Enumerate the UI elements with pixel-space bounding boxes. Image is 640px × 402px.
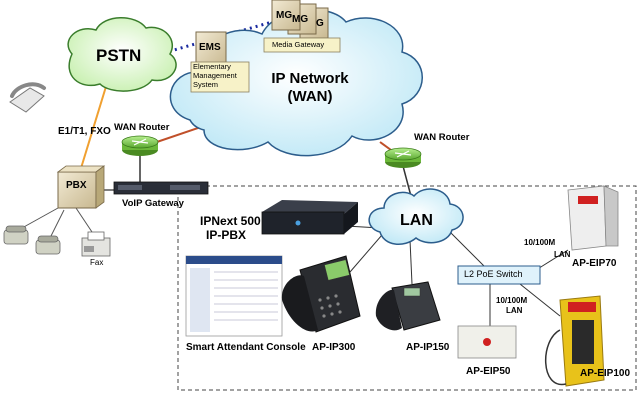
pbx-phone-link-1: [21, 207, 59, 229]
ip-network-label: IP Network (WAN): [271, 70, 349, 105]
ipnext-500-device: [261, 200, 358, 235]
ap-eip70-device: [567, 185, 619, 251]
link-side-speed-label: 10/100M: [496, 296, 528, 305]
analog-phone-2-icon: [35, 235, 61, 255]
wan-router-right-icon: [384, 147, 422, 168]
ap-ip300-label: AP-IP300: [312, 342, 356, 353]
voip-gateway-device: [113, 181, 209, 195]
ap-ip300-phone: [281, 255, 361, 333]
e1-link: [77, 79, 109, 179]
lan-switch-link: [445, 227, 489, 271]
link-top-lan-label: LAN: [554, 250, 571, 259]
pbx-fax-link: [75, 207, 93, 233]
ems-mg-dotted-link: [145, 20, 273, 60]
ip-pbx-label: IP-PBX: [206, 228, 247, 242]
mg-box-label-1: MG: [276, 10, 293, 21]
mg-box-label-3: G: [316, 18, 324, 29]
lan-cloud: [368, 188, 464, 245]
l2-poe-switch: [457, 265, 541, 285]
ap-eip70-label: AP-EIP70: [572, 258, 617, 269]
l2-poe-switch-label: L2 PoE Switch: [464, 269, 523, 279]
switch-eip70-link: [535, 249, 569, 271]
ems-box-label: EMS: [199, 42, 221, 53]
analog-phone-1-icon: [3, 225, 29, 245]
ems-description: Elementary Management System: [193, 62, 237, 89]
link-side-lan-label: LAN: [506, 306, 523, 315]
wan-router-left-label: WAN Router: [114, 122, 170, 133]
fax-label: Fax: [90, 258, 104, 267]
pbx-phone-link-2: [49, 209, 65, 239]
link-top-speed-label: 10/100M: [524, 238, 556, 247]
lan-label: LAN: [400, 212, 433, 229]
voip-gateway-label: VoIP Gateway: [122, 198, 184, 209]
pbx-cabinet: [56, 165, 106, 209]
wan-router-right-label: WAN Router: [414, 132, 470, 143]
ap-eip100-device: [545, 295, 605, 387]
ems-server: [190, 31, 250, 93]
lan-ip150-link: [409, 239, 413, 285]
fax-machine-icon: [81, 231, 111, 257]
ap-eip100-label: AP-EIP100: [580, 368, 631, 379]
console-screenshot: [185, 255, 283, 337]
media-gateway-stack: [263, 0, 341, 53]
ap-eip50-label: AP-EIP50: [466, 366, 511, 377]
lan-boundary: [177, 185, 637, 391]
pstn-telephone-icon: [9, 82, 46, 113]
ap-ip150-label: AP-IP150: [406, 342, 450, 353]
mg-box-label-2: MG: [292, 14, 309, 25]
ap-ip150-phone: [375, 281, 441, 331]
pstn-label: PSTN: [96, 46, 142, 65]
pbx-label: PBX: [66, 180, 87, 191]
lan-ip300-link: [349, 234, 383, 273]
ipnext-500-label: IPNext 500: [200, 214, 261, 228]
switch-eip100-link: [519, 283, 561, 317]
ap-eip50-device: [457, 325, 517, 359]
pstn-cloud: [67, 17, 177, 92]
media-gateway-description: Media Gateway: [272, 40, 325, 49]
smart-attendant-console-label: Smart Attendant Console: [186, 342, 306, 353]
wan-router-left-icon: [121, 135, 159, 156]
e1-t1-fxo-label: E1/T1, FXO: [58, 126, 111, 137]
